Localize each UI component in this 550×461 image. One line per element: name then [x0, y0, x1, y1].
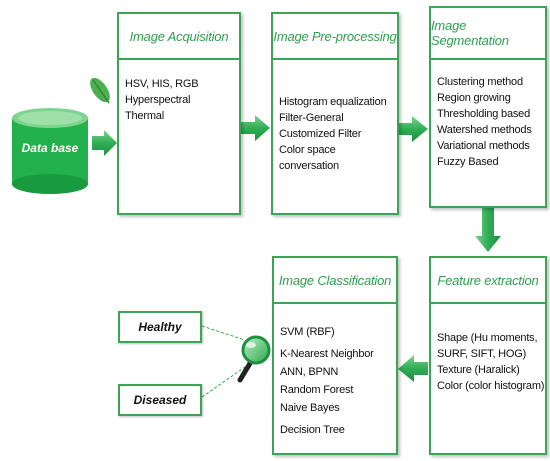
list-item: Clustering method	[437, 76, 523, 88]
feature-title: Feature extraction	[431, 258, 545, 304]
list-item: Customized Filter	[279, 128, 362, 140]
list-item: Variational methods	[437, 140, 530, 152]
preprocessing-list: Histogram equalization Filter-General Cu…	[273, 60, 397, 174]
list-item: Texture (Haralick)	[437, 364, 520, 376]
leaf-icon	[90, 77, 110, 104]
list-item: ANN, BPNN	[280, 366, 339, 378]
classification-list: SVM (RBF) K-Nearest Neighbor ANN, BPNN R…	[274, 304, 396, 438]
arrow-preprocessing-to-segmentation	[398, 116, 428, 142]
list-item: Color space	[279, 144, 336, 156]
box-feature-extraction: Feature extraction Shape (Hu moments, SU…	[429, 256, 547, 455]
arrow-acquisition-to-preprocessing	[241, 115, 270, 141]
database-node: Data base	[8, 108, 92, 198]
list-item: conversation	[279, 160, 339, 172]
acquisition-title: Image Acquisition	[119, 14, 239, 60]
list-item: Region growing	[437, 92, 511, 104]
output-diseased: Diseased	[118, 384, 202, 416]
list-item: K-Nearest Neighbor	[280, 348, 374, 360]
segmentation-list: Clustering method Region growing Thresho…	[431, 60, 545, 170]
list-item: Fuzzy Based	[437, 156, 499, 168]
segmentation-title: Image Segmentation	[431, 8, 545, 60]
list-item: Watershed methods	[437, 124, 532, 136]
database-label: Data base	[21, 141, 79, 155]
arrow-feature-to-classification	[398, 355, 428, 382]
box-image-segmentation: Image Segmentation Clustering method Reg…	[429, 6, 547, 208]
list-item: Color (color histogram)	[437, 380, 545, 392]
pointer-healthy	[201, 325, 246, 341]
list-item: SVM (RBF)	[280, 326, 335, 338]
box-image-classification: Image Classification SVM (RBF) K-Nearest…	[272, 256, 398, 455]
box-image-preprocessing: Image Pre-processing Histogram equalizat…	[271, 12, 399, 215]
arrow-segmentation-to-feature	[475, 208, 501, 252]
list-item: Thermal	[125, 110, 164, 122]
acquisition-list: HSV, HIS, RGB Hyperspectral Thermal	[119, 60, 239, 124]
output-healthy: Healthy	[118, 311, 202, 343]
list-item: Histogram equalization	[279, 96, 387, 108]
list-item: Decision Tree	[280, 424, 345, 436]
list-item: Naive Bayes	[280, 402, 340, 414]
pointer-diseased	[201, 366, 246, 398]
feature-list: Shape (Hu moments, SURF, SIFT, HOG) Text…	[431, 304, 545, 394]
list-item: Random Forest	[280, 384, 354, 396]
database-cylinder-icon	[12, 108, 88, 194]
classification-title: Image Classification	[274, 258, 396, 304]
preprocessing-title: Image Pre-processing	[273, 14, 397, 60]
list-item: HSV, HIS, RGB	[125, 78, 199, 90]
box-image-acquisition: Image Acquisition HSV, HIS, RGB Hyperspe…	[117, 12, 241, 215]
list-item: Thresholding based	[437, 108, 531, 120]
arrow-db-to-acquisition	[92, 130, 117, 156]
list-item: Shape (Hu moments,	[437, 332, 538, 344]
list-item: Filter-General	[279, 112, 344, 124]
list-item: SURF, SIFT, HOG)	[437, 348, 527, 360]
list-item: Hyperspectral	[125, 94, 191, 106]
magnifier-icon	[237, 335, 271, 383]
